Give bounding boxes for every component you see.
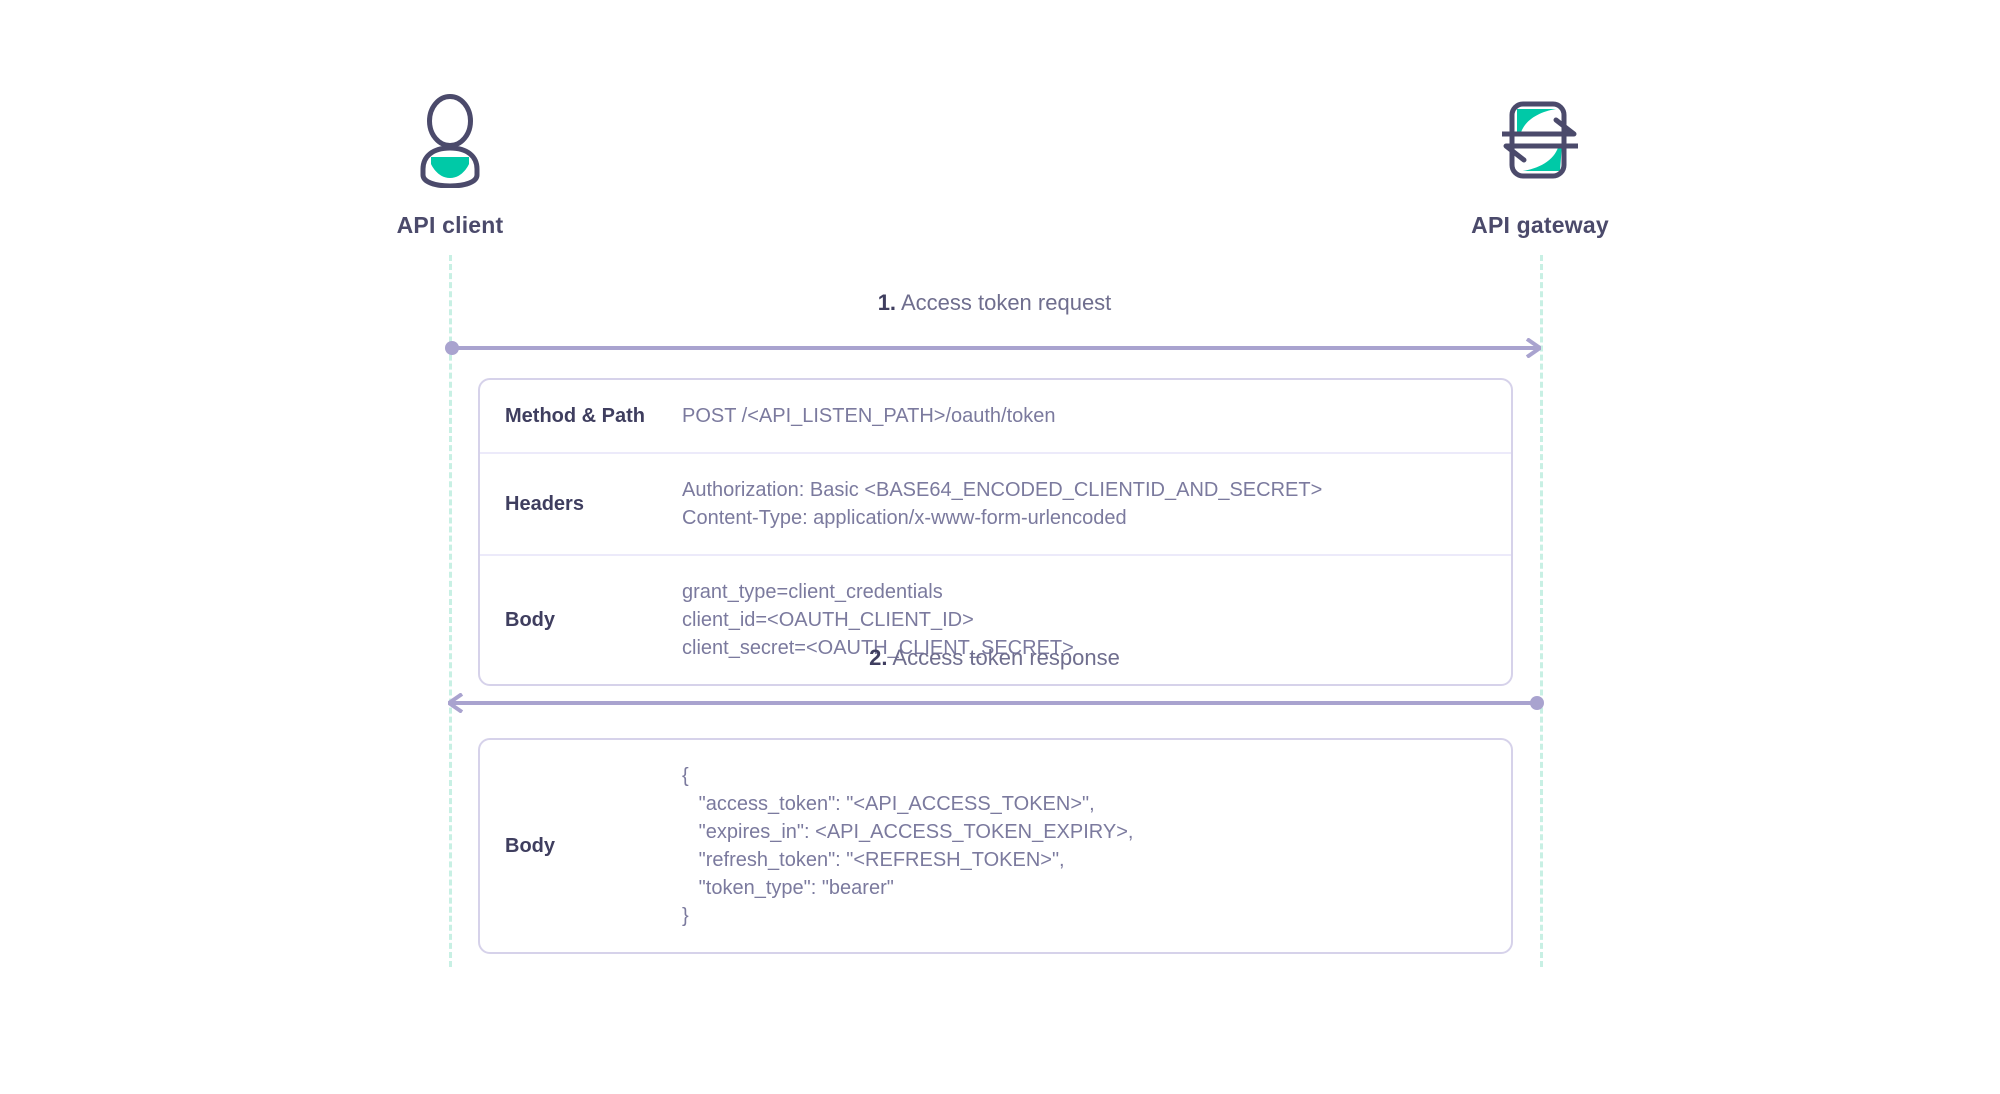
row-value: grant_type=client_credentials client_id=… (682, 556, 1511, 684)
message-access-token-request: 1. Access token request (445, 290, 1544, 359)
value-line: { (682, 765, 689, 787)
row-key: Body (505, 834, 555, 857)
table-row: Body { "access_token": "<API_ACCESS_TOKE… (480, 740, 1511, 952)
message-label: 2. Access token response (449, 645, 1540, 671)
message-number: 2. (869, 645, 888, 670)
value-line: "refresh_token": "<REFRESH_TOKEN>", (682, 849, 1065, 871)
row-value: { "access_token": "<API_ACCESS_TOKEN>", … (682, 740, 1511, 952)
table-row: Headers Authorization: Basic <BASE64_ENC… (480, 454, 1511, 556)
lifeline-api-client (449, 255, 452, 967)
row-key: Body (505, 608, 555, 631)
value-line: Authorization: Basic <BASE64_ENCODED_CLI… (682, 479, 1323, 501)
request-detail-table: Method & Path POST /<API_LISTEN_PATH>/oa… (478, 378, 1513, 686)
gateway-icon (1410, 90, 1670, 190)
value-line: Content-Type: application/x-www-form-url… (682, 507, 1127, 529)
value-line: POST /<API_LISTEN_PATH>/oauth/token (682, 405, 1056, 427)
response-detail-table: Body { "access_token": "<API_ACCESS_TOKE… (478, 738, 1513, 954)
row-key: Headers (505, 492, 584, 515)
message-label: 1. Access token request (449, 290, 1540, 316)
row-value: POST /<API_LISTEN_PATH>/oauth/token (682, 380, 1511, 452)
arrow-line (449, 701, 1540, 705)
table-row: Body grant_type=client_credentials clien… (480, 556, 1511, 684)
actor-label: API gateway (1471, 212, 1609, 238)
value-line: "token_type": "bearer" (682, 877, 894, 899)
arrow-origin-dot (445, 341, 459, 355)
message-arrow-left (445, 692, 1544, 714)
arrow-origin-dot (1530, 696, 1544, 710)
value-line: client_id=<OAUTH_CLIENT_ID> (682, 609, 974, 631)
value-line: } (682, 905, 689, 927)
arrow-head-left-icon (445, 692, 468, 714)
lifeline-api-gateway (1540, 255, 1543, 967)
arrow-head-right-icon (1521, 337, 1544, 359)
row-value: Authorization: Basic <BASE64_ENCODED_CLI… (682, 454, 1511, 554)
arrow-line (449, 346, 1540, 350)
actor-api-client: API client (320, 90, 580, 239)
message-text: Access token request (900, 290, 1112, 315)
value-line: grant_type=client_credentials (682, 581, 943, 603)
row-key: Method & Path (505, 404, 645, 427)
value-line: "expires_in": <API_ACCESS_TOKEN_EXPIRY>, (682, 821, 1134, 843)
message-text: Access token response (892, 645, 1120, 670)
message-access-token-response: 2. Access token response (445, 645, 1544, 714)
message-number: 1. (877, 290, 897, 315)
value-line: "access_token": "<API_ACCESS_TOKEN>", (682, 793, 1095, 815)
value-line: client_secret=<OAUTH_CLIENT_SECRET> (682, 637, 1074, 659)
user-icon (320, 90, 580, 190)
actor-api-gateway: API gateway (1410, 90, 1670, 239)
message-arrow-right (445, 337, 1544, 359)
table-row: Method & Path POST /<API_LISTEN_PATH>/oa… (480, 380, 1511, 454)
actor-label: API client (396, 212, 504, 238)
